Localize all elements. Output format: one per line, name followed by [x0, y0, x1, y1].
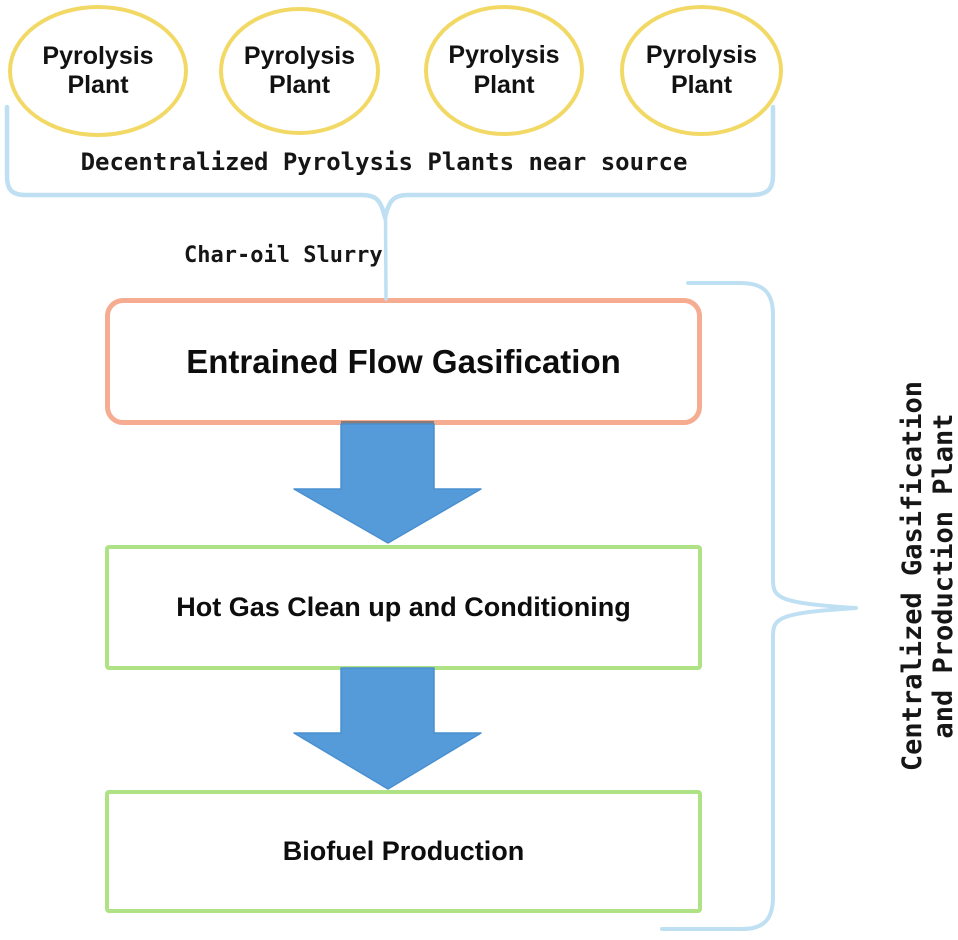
entrained-flow-gasification-label: Entrained Flow Gasification — [186, 342, 621, 380]
pyrolysis-plant-label: Pyrolysis Plant — [448, 41, 560, 99]
char-oil-slurry-label: Char-oil Slurry — [184, 243, 383, 268]
centralized-caption-line2: and Production Plant — [928, 413, 958, 739]
pyrolysis-plant-ellipse-3: Pyrolysis Plant — [424, 5, 584, 136]
biofuel-production-box: Biofuel Production — [105, 790, 702, 913]
down-arrow-icon-2 — [293, 667, 482, 790]
down-arrow-icon-1 — [293, 423, 482, 544]
pyrolysis-plant-ellipse-1: Pyrolysis Plant — [8, 5, 188, 137]
pyrolysis-plant-ellipse-2: Pyrolysis Plant — [219, 7, 380, 135]
biofuel-production-label: Biofuel Production — [282, 836, 525, 866]
hot-gas-cleanup-box: Hot Gas Clean up and Conditioning — [105, 545, 702, 670]
pyrolysis-plant-ellipse-4: Pyrolysis Plant — [620, 5, 783, 136]
decentralized-plants-caption: Decentralized Pyrolysis Plants near sour… — [80, 148, 688, 176]
centralized-plant-caption: Centralized Gasification and Production … — [897, 366, 958, 786]
pyrolysis-plant-label: Pyrolysis Plant — [645, 41, 758, 99]
hot-gas-cleanup-label: Hot Gas Clean up and Conditioning — [176, 592, 631, 622]
centralized-caption-line1: Centralized Gasification — [897, 380, 928, 772]
char-oil-connector-line — [383, 212, 388, 301]
pyrolysis-plant-label: Pyrolysis Plant — [243, 41, 356, 100]
pyrolysis-plant-label: Pyrolysis Plant — [42, 41, 154, 100]
entrained-flow-gasification-box: Entrained Flow Gasification — [105, 298, 702, 425]
